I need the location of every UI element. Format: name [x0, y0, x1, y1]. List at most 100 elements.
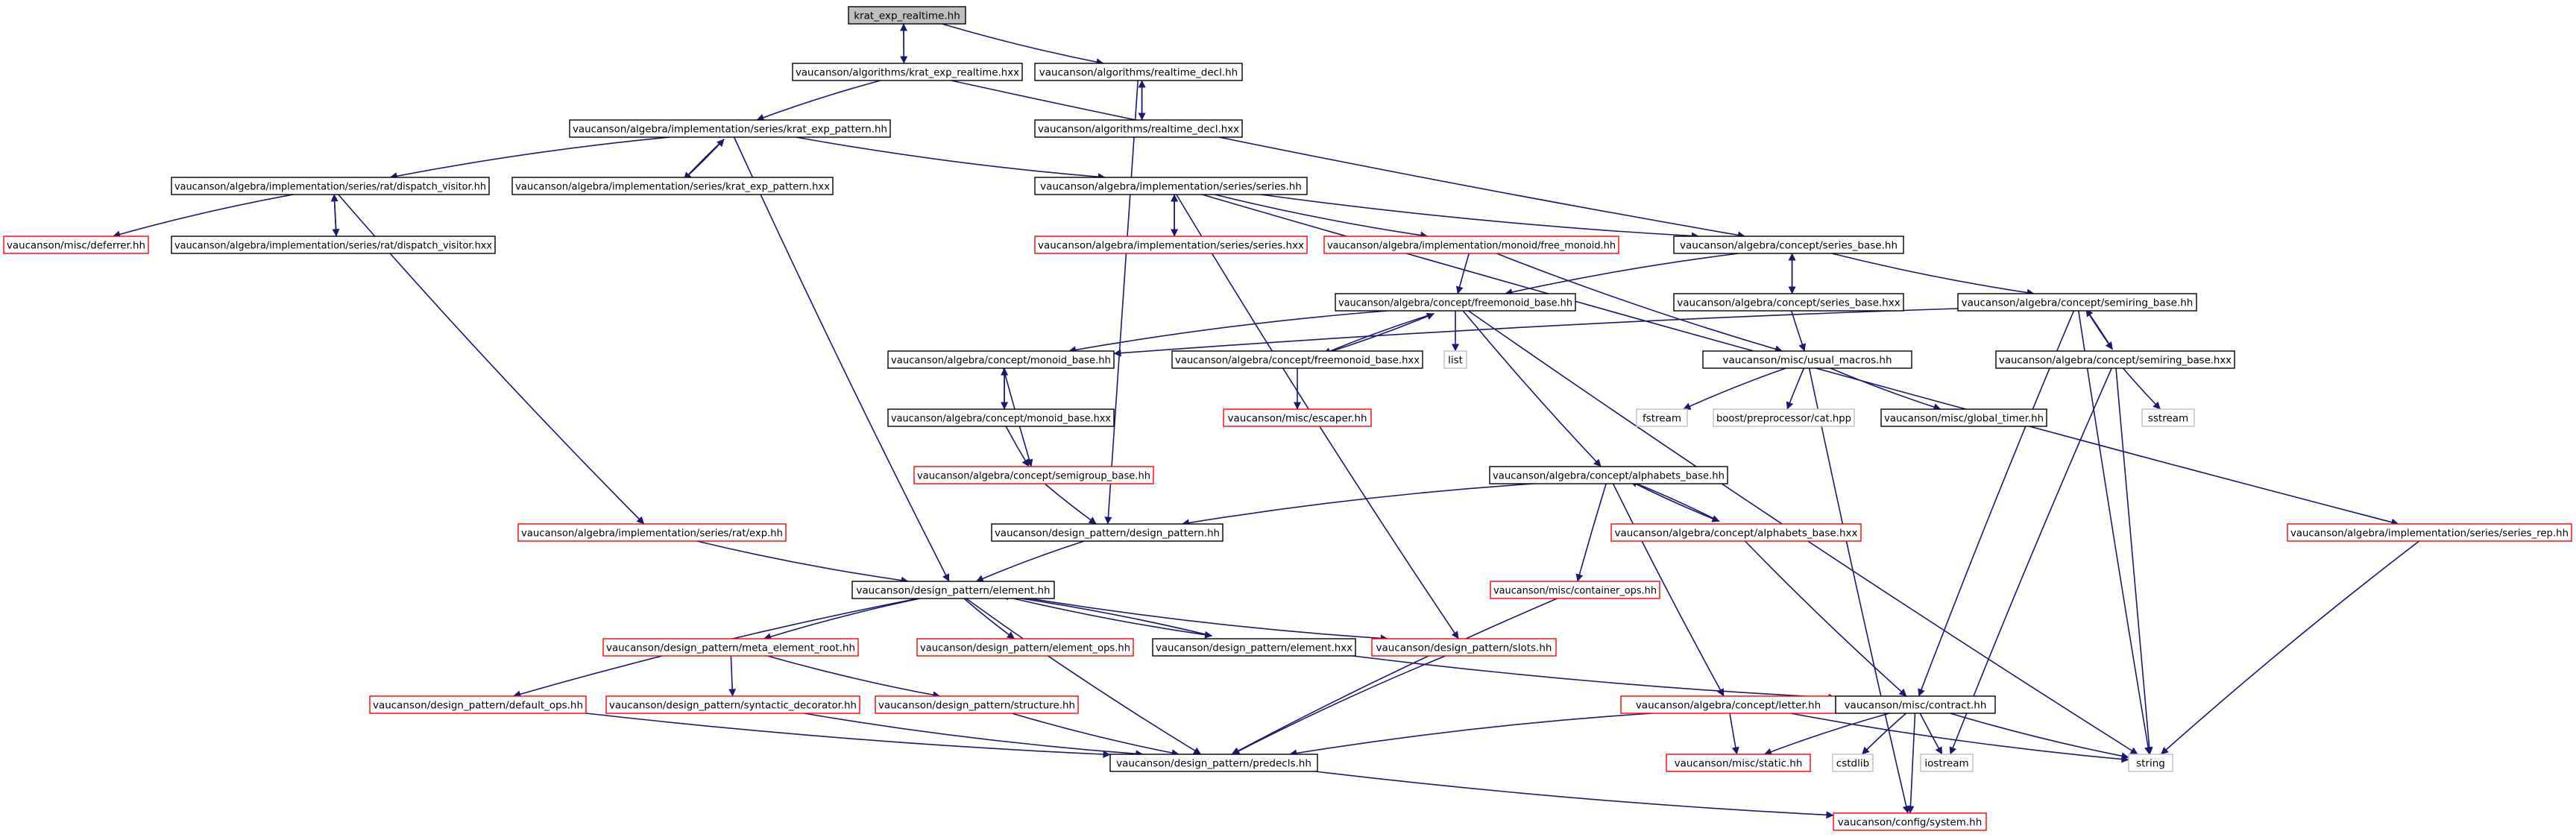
node-box [1995, 350, 2235, 369]
node-label: vaucanson/algebra/concept/alphabets_base… [1493, 470, 1725, 482]
node-box [875, 695, 1079, 714]
node-dp_design_pattern_hh[interactable]: vaucanson/design_pattern/design_pattern.… [991, 523, 1224, 542]
node-box [792, 63, 1023, 81]
node-misc_global_timer_hh[interactable]: vaucanson/misc/global_timer.hh [1880, 408, 2047, 427]
edge-concept_letter_hh-to-misc_static_hh [1729, 713, 1739, 755]
edge-misc_usual_macros_hh-to-sys_fstream [1683, 367, 1786, 410]
node-sys_fstream: fstream [1636, 408, 1688, 427]
node-label: vaucanson/algebra/concept/freemonoid_bas… [1338, 297, 1572, 309]
edge-misc_contract_hh-to-sys_iostream [1919, 713, 1943, 755]
node-box [369, 695, 587, 714]
node-dp_meta_element_root_hh[interactable]: vaucanson/design_pattern/meta_element_ro… [602, 638, 859, 657]
node-dp_element_hh[interactable]: vaucanson/design_pattern/element.hh [851, 581, 1055, 599]
node-dp_syntactic_decorator_hh[interactable]: vaucanson/design_pattern/syntactic_decor… [605, 695, 860, 714]
node-impl_series_rep_hh[interactable]: vaucanson/algebra/implementation/series/… [2287, 523, 2572, 542]
edge-dp_slots_hh-to-dp_predecls_hh [1232, 655, 1446, 755]
node-box [913, 466, 1154, 484]
node-box [171, 177, 490, 195]
node-concept_semiring_base_hxx[interactable]: vaucanson/algebra/concept/semiring_base.… [1995, 350, 2235, 369]
node-box [1832, 754, 1874, 772]
node-impl_free_monoid_hh[interactable]: vaucanson/algebra/implementation/monoid/… [1323, 236, 1619, 254]
node-impl_dispatch_visitor_hxx[interactable]: vaucanson/algebra/implementation/series/… [171, 236, 496, 254]
node-label: vaucanson/design_pattern/predecls.hh [1116, 758, 1311, 770]
node-concept_letter_hh[interactable]: vaucanson/algebra/concept/letter.hh [1620, 695, 1836, 714]
edge-impl_krat_exp_pattern_hxx-to-impl_krat_exp_pattern_hh [683, 139, 725, 180]
node-dp_element_ops_hh[interactable]: vaucanson/design_pattern/element_ops.hh [916, 638, 1134, 657]
node-label: vaucanson/algebra/implementation/series/… [1040, 181, 1302, 193]
node-impl_krat_exp_pattern_hxx[interactable]: vaucanson/algebra/implementation/series/… [511, 177, 834, 195]
node-alg_realtime_decl_hxx[interactable]: vaucanson/algorithms/realtime_decl.hxx [1034, 119, 1243, 138]
edge-alg_krat_exp_realtime_hxx-to-concept_series_base_hh [951, 80, 1745, 239]
edge-concept_freemonoid_base_hh-to-concept_alphabets_base_hh [1462, 310, 1602, 467]
node-label: vaucanson/misc/deferrer.hh [7, 240, 145, 252]
node-label: vaucanson/algebra/implementation/series/… [573, 124, 887, 136]
edge-concept_series_base_hh-to-concept_semiring_base_hh [1831, 253, 2035, 297]
edge-impl_free_monoid_hh-to-concept_freemonoid_base_hh [1455, 253, 1470, 294]
node-concept_semigroup_base_hh[interactable]: vaucanson/algebra/concept/semigroup_base… [913, 466, 1154, 484]
node-alg_krat_exp_realtime_hxx[interactable]: vaucanson/algorithms/krat_exp_realtime.h… [792, 63, 1023, 81]
node-label: string [2136, 758, 2165, 770]
node-dp_structure_hh[interactable]: vaucanson/design_pattern/structure.hh [875, 695, 1079, 714]
node-box [916, 638, 1134, 657]
node-box [1335, 293, 1576, 312]
node-alg_realtime_decl_hh[interactable]: vaucanson/algorithms/realtime_decl.hh [1034, 63, 1243, 81]
node-concept_semiring_base_hh[interactable]: vaucanson/algebra/concept/semiring_base.… [1957, 293, 2197, 312]
node-box [1713, 408, 1855, 427]
node-label: vaucanson/algorithms/realtime_decl.hxx [1038, 124, 1239, 136]
edge-dp_element_hh-to-dp_element_ops_hh [963, 598, 1015, 639]
node-box [1034, 177, 1308, 195]
node-krat_exp_realtime_hh[interactable]: krat_exp_realtime.hh [848, 6, 966, 25]
node-impl_series_hh[interactable]: vaucanson/algebra/implementation/series/… [1034, 177, 1308, 195]
node-concept_alphabets_base_hxx[interactable]: vaucanson/algebra/concept/alphabets_base… [1610, 523, 1862, 542]
node-impl_rat_exp_hh[interactable]: vaucanson/algebra/implementation/series/… [517, 523, 787, 542]
node-box [2141, 408, 2195, 427]
edge-misc_usual_macros_hh-to-misc_global_timer_hh [1830, 367, 1942, 411]
node-box [1034, 236, 1308, 254]
node-impl_series_hxx[interactable]: vaucanson/algebra/implementation/series/… [1034, 236, 1308, 254]
node-config_system_hh[interactable]: vaucanson/config/system.hh [1833, 812, 1987, 831]
node-concept_series_base_hh[interactable]: vaucanson/algebra/concept/series_base.hh [1673, 236, 1904, 254]
edge-concept_semiring_base_hh-to-sys_string [2078, 310, 2153, 755]
node-misc_contract_hh[interactable]: vaucanson/misc/contract.hh [1835, 695, 1996, 714]
node-label: vaucanson/misc/contract.hh [1845, 700, 1987, 712]
node-concept_monoid_base_hxx[interactable]: vaucanson/algebra/concept/monoid_base.hx… [887, 408, 1115, 427]
node-box [1673, 236, 1904, 254]
node-dp_slots_hh[interactable]: vaucanson/design_pattern/slots.hh [1371, 638, 1557, 657]
node-label: vaucanson/misc/static.hh [1675, 758, 1803, 770]
node-box [1490, 581, 1660, 599]
node-box [569, 119, 891, 138]
node-label: vaucanson/design_pattern/syntactic_decor… [609, 700, 857, 712]
node-concept_freemonoid_base_hh[interactable]: vaucanson/algebra/concept/freemonoid_bas… [1335, 293, 1576, 312]
node-misc_usual_macros_hh[interactable]: vaucanson/misc/usual_macros.hh [1702, 350, 1912, 369]
edge-concept_monoid_base_hxx-to-concept_semigroup_base_hh [1005, 426, 1030, 467]
edge-concept_freemonoid_base_hh-to-concept_monoid_base_hh [1068, 310, 1388, 354]
node-label: vaucanson/algebra/implementation/series/… [521, 528, 783, 540]
node-label: vaucanson/design_pattern/element_ops.hh [920, 642, 1130, 654]
node-label: vaucanson/config/system.hh [1838, 817, 1983, 829]
node-dp_predecls_hh[interactable]: vaucanson/design_pattern/predecls.hh [1109, 754, 1318, 772]
node-misc_static_hh[interactable]: vaucanson/misc/static.hh [1666, 754, 1811, 772]
node-label: vaucanson/design_pattern/default_ops.hh [373, 700, 583, 712]
node-misc_container_ops_hh[interactable]: vaucanson/misc/container_ops.hh [1490, 581, 1660, 599]
node-box [171, 236, 496, 254]
node-concept_alphabets_base_hh[interactable]: vaucanson/algebra/concept/alphabets_base… [1489, 466, 1728, 484]
node-misc_deferrer_hh[interactable]: vaucanson/misc/deferrer.hh [3, 236, 149, 254]
node-concept_monoid_base_hh[interactable]: vaucanson/algebra/concept/monoid_base.hh [887, 350, 1115, 369]
node-label: vaucanson/algebra/implementation/series/… [1038, 240, 1304, 252]
edge-impl_rat_exp_hh-to-dp_element_hh [696, 540, 909, 584]
node-box [1489, 466, 1728, 484]
node-concept_freemonoid_base_hxx[interactable]: vaucanson/algebra/concept/freemonoid_bas… [1171, 350, 1423, 369]
node-impl_dispatch_visitor_hh[interactable]: vaucanson/algebra/implementation/series/… [171, 177, 490, 195]
node-dp_element_hxx[interactable]: vaucanson/design_pattern/element.hxx [1152, 638, 1356, 657]
node-label: vaucanson/algebra/implementation/monoid/… [1327, 240, 1616, 252]
edge-impl_krat_exp_pattern_hh-to-impl_dispatch_visitor_hh [389, 136, 670, 180]
node-box [1034, 119, 1243, 138]
node-label: boost/preprocessor/cat.hpp [1716, 413, 1851, 425]
node-misc_escaper_hh[interactable]: vaucanson/misc/escaper.hh [1223, 408, 1372, 427]
node-dp_default_ops_hh[interactable]: vaucanson/design_pattern/default_ops.hh [369, 695, 587, 714]
node-impl_krat_exp_pattern_hh[interactable]: vaucanson/algebra/implementation/series/… [569, 119, 891, 138]
node-concept_series_base_hxx[interactable]: vaucanson/algebra/concept/series_base.hx… [1673, 293, 1904, 312]
node-label: vaucanson/algebra/concept/alphabets_base… [1614, 528, 1857, 540]
node-label: krat_exp_realtime.hh [854, 10, 960, 22]
edge-concept_alphabets_base_hxx-to-misc_contract_hh [1744, 540, 1907, 697]
